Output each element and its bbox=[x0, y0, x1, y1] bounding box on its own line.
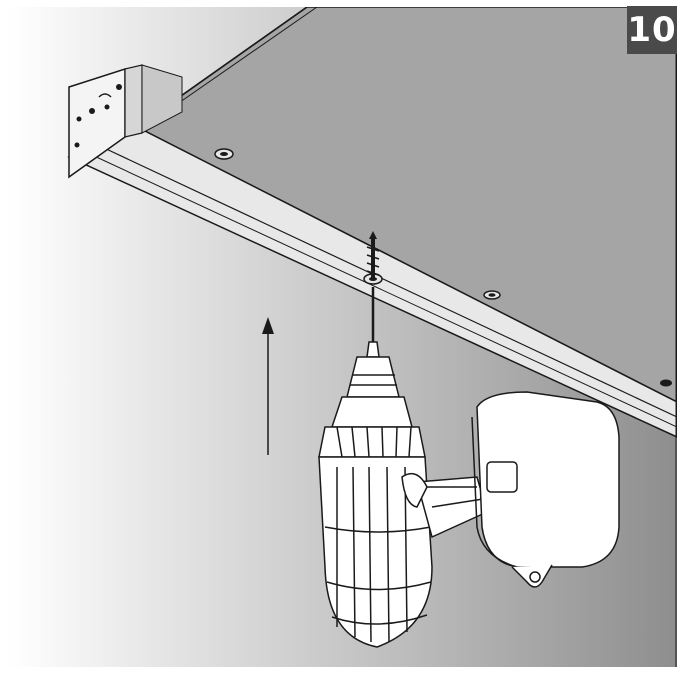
corner-bracket bbox=[68, 64, 183, 179]
arrow-up-icon bbox=[262, 317, 274, 455]
screw-icon bbox=[366, 231, 380, 279]
cordless-drill-icon bbox=[318, 287, 620, 648]
step-number-badge: 10 bbox=[627, 6, 677, 54]
assembly-diagram bbox=[7, 7, 677, 667]
rail-groove-upper bbox=[101, 146, 677, 418]
screw-hole bbox=[214, 148, 234, 160]
rail-groove-lower bbox=[91, 154, 677, 428]
screw-hole bbox=[660, 379, 672, 387]
screw-hole bbox=[483, 290, 501, 300]
illustration-frame bbox=[7, 7, 677, 667]
